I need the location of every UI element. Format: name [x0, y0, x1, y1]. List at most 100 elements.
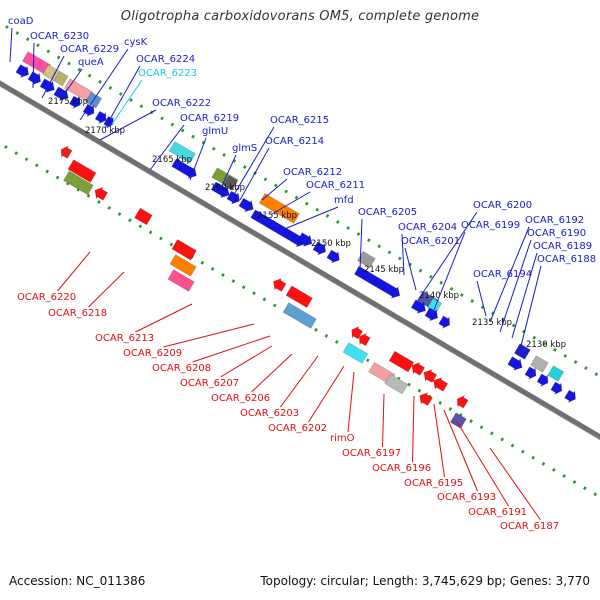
- ruler-tick-label: 2150 kbp: [311, 239, 351, 249]
- leader-line: [443, 409, 478, 492]
- gene-features: [15, 51, 576, 429]
- gene-feature-64: [419, 392, 433, 406]
- gene-feature-53: [285, 285, 313, 308]
- gene-label: OCAR_6188: [537, 254, 596, 265]
- leader-line: [149, 124, 185, 171]
- gene-feature-61: [433, 377, 449, 392]
- gene-feature-63: [384, 373, 409, 395]
- leader-line: [489, 226, 530, 323]
- gene-label: OCAR_6187: [500, 521, 559, 532]
- leader-line: [189, 137, 207, 181]
- leader-line: [99, 109, 157, 141]
- leader-line: [219, 154, 237, 191]
- gene-label: OCAR_6223: [138, 68, 197, 79]
- leader-line: [41, 55, 65, 99]
- gene-feature-36: [507, 356, 523, 371]
- leader-line: [412, 395, 415, 463]
- ruler-tick-label: 2165 kbp: [152, 155, 192, 165]
- ruler-tick-label: 2160 kbp: [205, 183, 245, 193]
- gene-feature-0: [22, 51, 51, 75]
- gene-feature-21: [82, 103, 95, 118]
- gene-feature-46: [63, 170, 94, 196]
- gene-feature-55: [351, 325, 364, 340]
- gene-label: OCAR_6214: [265, 136, 324, 147]
- gene-feature-2: [53, 70, 69, 87]
- gene-label: OCAR_6218: [48, 308, 107, 319]
- gene-feature-40: [564, 389, 576, 404]
- gene-label: OCAR_6229: [60, 44, 119, 55]
- gene-feature-57: [342, 342, 369, 364]
- gene-label: glmU: [202, 126, 228, 137]
- gene-label: OCAR_6202: [268, 423, 327, 434]
- gene-label: OCAR_6213: [95, 333, 154, 344]
- gene-label: glmS: [232, 143, 257, 154]
- gene-feature-16: [15, 64, 29, 78]
- gene-feature-13: [530, 355, 549, 373]
- leader-line: [347, 371, 355, 433]
- gene-feature-37: [524, 366, 537, 380]
- leader-line: [192, 335, 271, 363]
- gene-label: OCAR_6195: [404, 478, 463, 489]
- leader-line: [489, 447, 541, 521]
- genome-title: Oligotropha carboxidovorans OM5, complet…: [120, 9, 480, 24]
- gene-label: OCAR_6192: [525, 215, 584, 226]
- gene-feature-66: [456, 394, 469, 409]
- gene-feature-7: [222, 175, 238, 191]
- backbone-line: [0, 80, 600, 440]
- gene-label: OCAR_6190: [527, 228, 586, 239]
- gene-feature-33: [410, 299, 426, 314]
- genome-backbone: [0, 80, 600, 441]
- gene-feature-17: [27, 71, 41, 86]
- gene-feature-65: [449, 412, 467, 429]
- gene-feature-44: [60, 145, 73, 159]
- gene-label: OCAR_6219: [180, 113, 239, 124]
- ruler-tick-label: 2145 kbp: [364, 265, 404, 275]
- gene-feature-27: [238, 197, 254, 213]
- gene-feature-51: [167, 269, 195, 292]
- dots-outer-track: [0, 21, 600, 379]
- leader-line: [499, 239, 532, 333]
- leader-line: [281, 206, 339, 231]
- leader-line: [476, 280, 487, 317]
- gene-feature-1: [42, 64, 61, 82]
- gene-label: coaD: [8, 16, 34, 27]
- gene-label: OCAR_6197: [342, 448, 401, 459]
- gene-label: queA: [78, 57, 104, 68]
- gene-label: OCAR_6207: [180, 378, 239, 389]
- gene-feature-9: [357, 250, 376, 269]
- gene-feature-8: [258, 193, 300, 224]
- accession-text: Accession: NC_011386: [9, 574, 146, 588]
- gene-label: OCAR_6200: [473, 200, 532, 211]
- leader-line: [79, 48, 129, 121]
- gene-label: OCAR_6209: [123, 348, 182, 359]
- leader-line: [59, 68, 83, 101]
- gene-label: OCAR_6203: [240, 408, 299, 419]
- gene-feature-60: [423, 369, 438, 383]
- leader-line: [382, 393, 385, 448]
- leader-line: [111, 79, 143, 125]
- forward-gene-labels: coaDOCAR_6230OCAR_6229queAcysKOCAR_6224O…: [8, 16, 596, 351]
- gene-label: OCAR_6224: [136, 54, 195, 65]
- leader-line: [433, 403, 445, 478]
- leader-line: [261, 178, 288, 201]
- tick-dot-tracks: [0, 21, 600, 499]
- leader-line: [271, 191, 311, 215]
- gene-feature-20: [68, 95, 81, 109]
- leader-line: [32, 42, 35, 89]
- gene-label: cysK: [124, 37, 148, 48]
- leader-line: [9, 27, 13, 63]
- gene-feature-30: [312, 241, 327, 256]
- gene-label: OCAR_6201: [401, 236, 460, 247]
- leader-line: [511, 252, 538, 339]
- ruler-tick-label: 2135 kbp: [472, 318, 512, 328]
- leader-line: [135, 303, 193, 333]
- gene-feature-48: [134, 207, 153, 226]
- gene-label: OCAR_6205: [358, 207, 417, 218]
- leader-line: [163, 323, 255, 348]
- gene-feature-32: [353, 265, 401, 299]
- ruler-tick-label: 2175 kbp: [48, 97, 88, 107]
- gene-label: OCAR_6189: [533, 241, 592, 252]
- gene-feature-5: [168, 141, 196, 164]
- gene-feature-31: [326, 249, 340, 264]
